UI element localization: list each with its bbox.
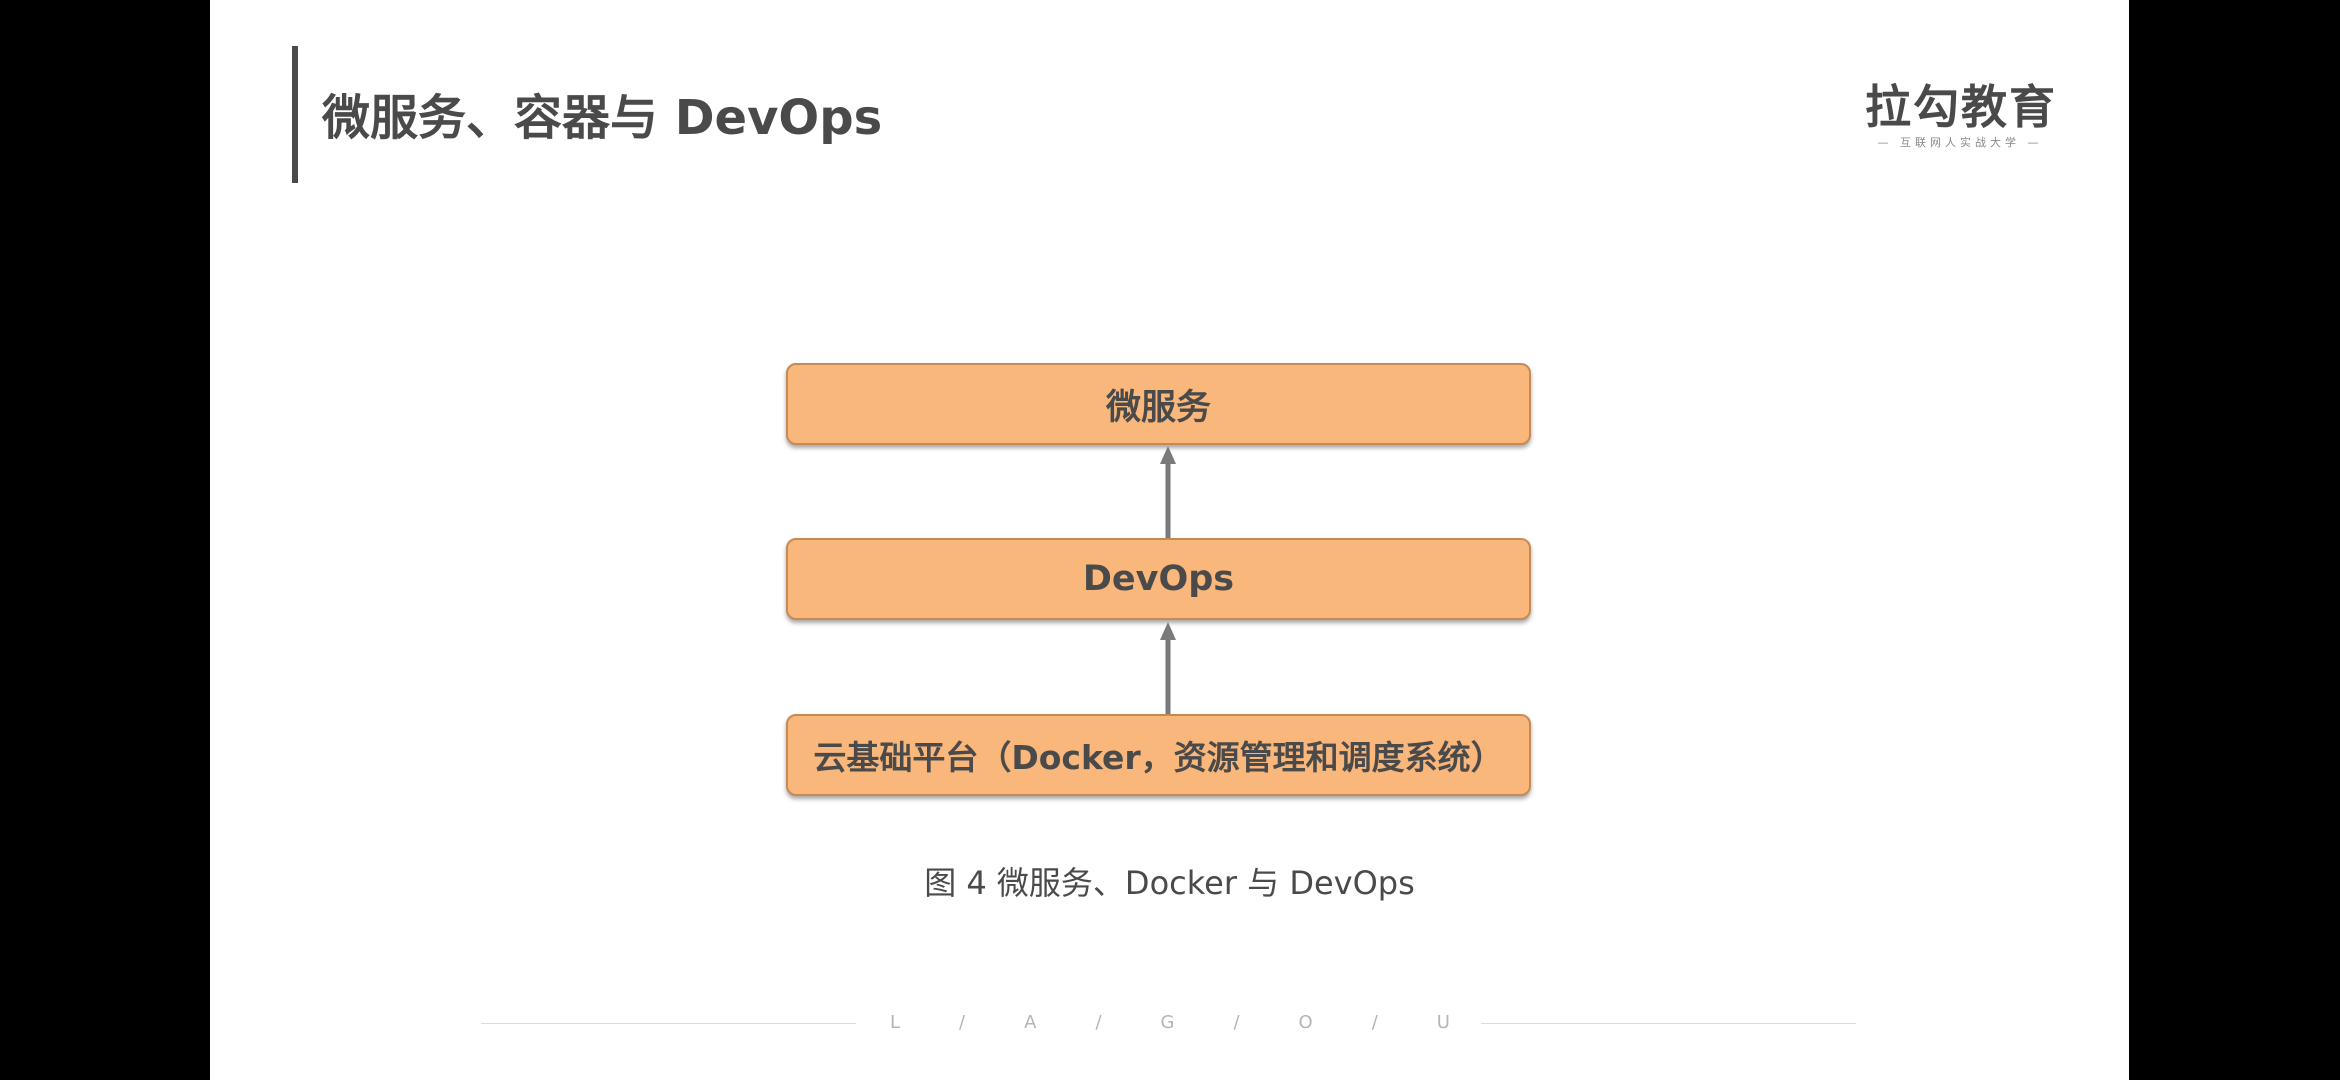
brand-logo: 拉勾教育 — 互联网人实战大学 — — [1865, 82, 2055, 150]
arrow-cloud-to-devops — [1160, 622, 1176, 714]
footer-separator: / — [1233, 1012, 1240, 1033]
microservices-box: 微服务 — [786, 363, 1531, 445]
slide: 微服务、容器与 DevOps 拉勾教育 — 互联网人实战大学 — 微服务 Dev… — [210, 0, 2129, 1080]
devops-box: DevOps — [786, 538, 1531, 620]
title-accent-bar — [292, 46, 298, 183]
footer-letter: A — [1024, 1012, 1037, 1033]
footer-separator: / — [959, 1012, 966, 1033]
footer-divider-left — [481, 1023, 856, 1024]
footer-letter: U — [1436, 1012, 1450, 1033]
footer-letter: L — [890, 1012, 901, 1033]
footer-letter: O — [1298, 1012, 1313, 1033]
logo-subtitle: — 互联网人实战大学 — — [1877, 136, 2043, 149]
footer-separator: / — [1371, 1012, 1378, 1033]
footer-divider-right — [1481, 1023, 1856, 1024]
footer-brand-letters: L / A / G / O / U — [890, 1012, 1450, 1033]
figure-caption: 图 4 微服务、Docker 与 DevOps — [924, 864, 1415, 902]
slide-title: 微服务、容器与 DevOps — [322, 90, 883, 146]
logo-main-text: 拉勾教育 — [1865, 80, 2057, 134]
footer-separator: / — [1095, 1012, 1102, 1033]
arrow-devops-to-microservices — [1160, 446, 1176, 538]
cloud-platform-box: 云基础平台（Docker，资源管理和调度系统） — [786, 714, 1531, 796]
footer-letter: G — [1160, 1012, 1175, 1033]
